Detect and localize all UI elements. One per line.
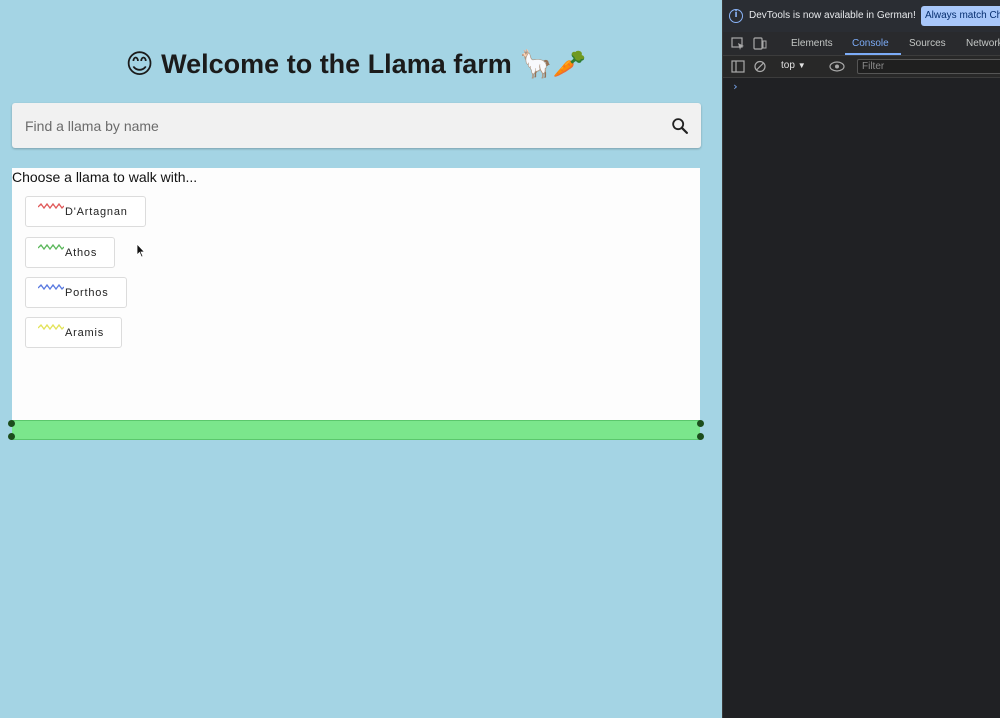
mouse-cursor-icon (136, 243, 146, 258)
resize-handle-top-left[interactable] (8, 420, 15, 427)
llama-button-aramis[interactable]: Aramis (25, 317, 122, 348)
resize-handle-top-right[interactable] (697, 420, 704, 427)
console-prompt-caret[interactable]: › (732, 80, 739, 93)
infobar-message: DevTools is now available in German! (749, 10, 916, 21)
devtools-tabbar: Elements Console Sources Network (723, 32, 1000, 56)
search-bar (12, 103, 701, 148)
sidebar-toggle-icon[interactable] (731, 60, 745, 73)
tab-console[interactable]: Console (852, 38, 889, 49)
llama-name: Porthos (65, 287, 109, 299)
llama-name: Athos (65, 247, 98, 259)
inspect-element-icon[interactable] (731, 37, 745, 50)
devtools-infobar: i DevTools is now available in German! A… (723, 0, 1000, 32)
llama-button-porthos[interactable]: Porthos (25, 277, 127, 308)
live-expression-eye-icon[interactable] (829, 60, 845, 73)
device-toolbar-icon[interactable] (753, 37, 767, 50)
smiley-emoji-icon: 😊 (125, 49, 154, 80)
llama-name: D'Artagnan (65, 206, 128, 218)
wave-icon (38, 283, 64, 291)
context-select[interactable]: top ▼ (781, 60, 806, 71)
page-title: 😊 Welcome to the Llama farm 🦙🥕 (0, 48, 712, 80)
console-filter-input[interactable] (857, 59, 1000, 74)
wave-line (38, 202, 64, 210)
chevron-down-icon: ▼ (797, 61, 806, 70)
active-tab-indicator (845, 53, 901, 55)
wave-line (38, 283, 64, 291)
walk-progress-bar[interactable] (8, 420, 704, 440)
llama-carrot-emoji-icon: 🦙🥕 (519, 49, 587, 80)
wave-icon (38, 202, 64, 210)
context-value: top (781, 60, 795, 71)
llama-farm-app: 😊 Welcome to the Llama farm 🦙🥕 Choose a … (0, 48, 712, 440)
search-icon[interactable] (669, 115, 691, 137)
wave-icon (38, 323, 64, 331)
chooser-prompt: Choose a llama to walk with... (12, 169, 198, 185)
console-toolbar: top ▼ (723, 56, 1000, 78)
tab-network[interactable]: Network (966, 38, 1000, 49)
devtools-panel: i DevTools is now available in German! A… (722, 0, 1000, 718)
info-icon: i (729, 9, 743, 23)
resize-handle-bottom-right[interactable] (697, 433, 704, 440)
tab-sources[interactable]: Sources (909, 38, 946, 49)
llama-button-dartagnan[interactable]: D'Artagnan (25, 196, 146, 227)
always-match-language-button[interactable]: Always match Ch (921, 6, 1000, 26)
wave-line (38, 243, 64, 251)
llama-chooser-panel: Choose a llama to walk with... D'Artagna… (12, 168, 700, 420)
llama-button-athos[interactable]: Athos (25, 237, 115, 268)
search-input[interactable] (12, 103, 652, 148)
clear-console-icon[interactable] (753, 60, 767, 73)
resize-handle-bottom-left[interactable] (8, 433, 15, 440)
wave-icon (38, 243, 64, 251)
llama-name: Aramis (65, 327, 105, 339)
tab-elements[interactable]: Elements (791, 38, 833, 49)
page-title-text: Welcome to the Llama farm (161, 49, 512, 79)
wave-line (38, 323, 64, 331)
